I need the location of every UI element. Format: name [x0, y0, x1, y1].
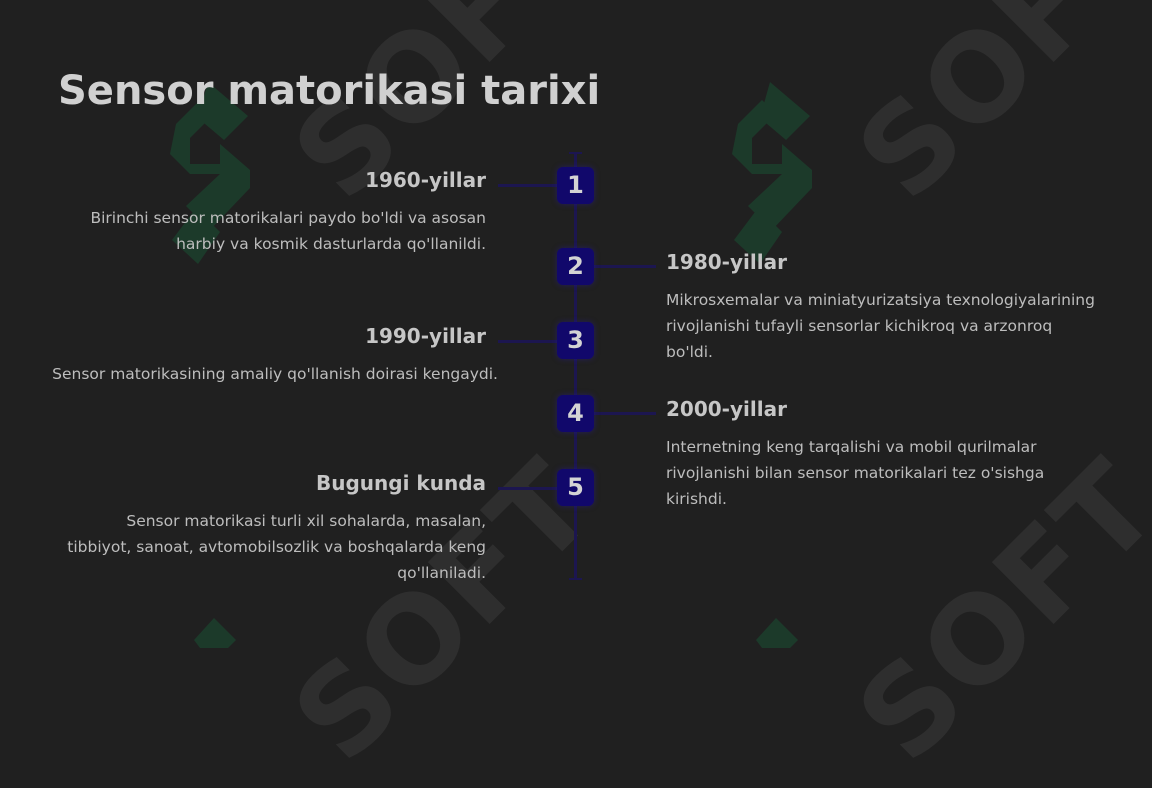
timeline-marker: 5	[557, 469, 594, 506]
timeline-marker: 2	[557, 248, 594, 285]
timeline-item-title: Bugungi kunda	[316, 471, 486, 495]
timeline-marker: 4	[557, 395, 594, 432]
timeline-connector	[594, 265, 656, 268]
timeline-connector	[594, 412, 656, 415]
timeline-item-title: 2000-yillar	[666, 397, 787, 421]
timeline-axis	[574, 152, 577, 580]
timeline-item-description: Birinchi sensor matorikalari paydo bo'ld…	[90, 209, 486, 253]
watermark-logo-icon	[732, 82, 812, 264]
timeline-item-title: 1990-yillar	[365, 324, 486, 348]
timeline-axis-bottom-cap	[569, 578, 582, 580]
watermark-logo-icon	[194, 618, 236, 648]
slide-title: Sensor matorikasi tarixi	[58, 68, 601, 114]
timeline-axis-top-cap	[569, 152, 582, 154]
timeline-connector	[498, 340, 558, 343]
watermark-text: SOFT	[832, 0, 1152, 227]
timeline-marker: 1	[557, 167, 594, 204]
timeline-item-title: 1960-yillar	[365, 168, 486, 192]
timeline-item-title: 1980-yillar	[666, 250, 787, 274]
timeline-item-description: Mikrosxemalar va miniatyurizatsiya texno…	[666, 291, 1095, 361]
timeline-connector	[498, 184, 558, 187]
slide: { "slide": { "title": "Sensor matorikasi…	[52, 0, 1152, 788]
timeline-item-description: Internetning keng tarqalishi va mobil qu…	[666, 438, 1045, 508]
watermark-logo-icon	[756, 618, 798, 648]
timeline-item-description: Sensor matorikasining amaliy qo'llanish …	[52, 365, 498, 383]
timeline-item-description: Sensor matorikasi turli xil sohalarda, m…	[67, 512, 486, 582]
timeline-connector	[498, 487, 558, 490]
timeline-marker: 3	[557, 322, 594, 359]
